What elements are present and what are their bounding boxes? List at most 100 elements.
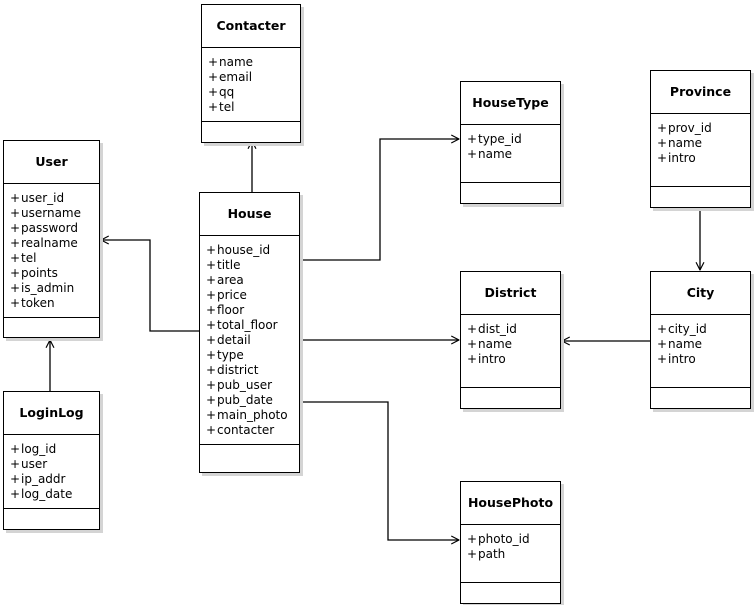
visibility-marker: +: [206, 243, 217, 257]
visibility-marker: +: [10, 472, 21, 486]
attribute-name: intro: [478, 352, 506, 366]
visibility-marker: +: [206, 378, 217, 392]
attribute-name: type_id: [478, 132, 522, 146]
attribute-name: user_id: [21, 191, 65, 205]
class-box-house[interactable]: House +house_id+title+area+price+floor+t…: [199, 192, 300, 473]
relation-house-to-housephoto: [300, 401, 459, 540]
visibility-marker: +: [206, 303, 217, 317]
visibility-marker: +: [10, 206, 21, 220]
visibility-marker: +: [657, 322, 668, 336]
class-title-district: District: [484, 285, 537, 300]
attribute-row: +floor: [206, 303, 299, 318]
visibility-marker: +: [10, 191, 21, 205]
class-box-contacter[interactable]: Contacter +name+email+qq+tel: [201, 4, 301, 143]
attribute-name: title: [217, 258, 241, 272]
attribute-row: +type_id: [467, 132, 560, 147]
attribute-name: detail: [217, 333, 251, 347]
attribute-name: email: [219, 70, 253, 84]
class-box-housetype[interactable]: HouseType +type_id+name: [460, 81, 561, 204]
attribute-name: prov_id: [668, 121, 712, 135]
class-operations-loginlog: [4, 508, 99, 529]
visibility-marker: +: [467, 337, 478, 351]
attribute-row: +detail: [206, 333, 299, 348]
attribute-name: is_admin: [21, 281, 75, 295]
visibility-marker: +: [10, 457, 21, 471]
attribute-name: token: [21, 296, 55, 310]
relation-house-to-user: [101, 240, 199, 332]
attribute-name: name: [478, 337, 513, 351]
attribute-row: +log_date: [10, 487, 99, 502]
class-operations-contacter: [202, 121, 300, 142]
visibility-marker: +: [206, 333, 217, 347]
attribute-row: +user_id: [10, 191, 99, 206]
class-box-district[interactable]: District +dist_id+name+intro: [460, 271, 561, 409]
class-title-contacter: Contacter: [216, 18, 286, 33]
visibility-marker: +: [657, 151, 668, 165]
attribute-row: +district: [206, 363, 299, 378]
attribute-name: tel: [219, 100, 235, 114]
visibility-marker: +: [10, 251, 21, 265]
attribute-row: +name: [467, 147, 560, 162]
attribute-name: floor: [217, 303, 245, 317]
visibility-marker: +: [657, 337, 668, 351]
visibility-marker: +: [467, 322, 478, 336]
attribute-name: intro: [668, 352, 696, 366]
class-title-city: City: [686, 285, 715, 300]
class-operations-housephoto: [461, 582, 560, 603]
visibility-marker: +: [206, 258, 217, 272]
attribute-row: +username: [10, 206, 99, 221]
visibility-marker: +: [208, 70, 219, 84]
attribute-name: area: [217, 273, 244, 287]
attribute-row: +qq: [208, 85, 300, 100]
attribute-name: qq: [219, 85, 235, 99]
attribute-name: pub_user: [217, 378, 273, 392]
attribute-row: +tel: [10, 251, 99, 266]
attribute-name: type: [217, 348, 244, 362]
visibility-marker: +: [10, 442, 21, 456]
attribute-name: user: [21, 457, 48, 471]
visibility-marker: +: [467, 147, 478, 161]
class-attributes-city: +city_id+name+intro: [651, 314, 750, 387]
attribute-row: +pub_date: [206, 393, 299, 408]
class-title-province: Province: [669, 84, 732, 99]
class-operations-city: [651, 387, 750, 408]
attribute-row: +name: [657, 337, 750, 352]
class-operations-house: [200, 444, 299, 472]
relation-group: [50, 139, 700, 540]
attribute-name: log_id: [21, 442, 57, 456]
class-attributes-user: +user_id+username+password+realname+tel+…: [4, 183, 99, 317]
visibility-marker: +: [206, 318, 217, 332]
attribute-name: price: [217, 288, 247, 302]
visibility-marker: +: [206, 363, 217, 377]
class-title-housetype: HouseType: [472, 95, 549, 110]
visibility-marker: +: [10, 236, 21, 250]
visibility-marker: +: [657, 121, 668, 135]
class-box-housephoto[interactable]: HousePhoto +photo_id+path: [460, 481, 561, 604]
attribute-name: name: [478, 147, 513, 161]
attribute-row: +ip_addr: [10, 472, 99, 487]
attribute-row: +log_id: [10, 442, 99, 457]
attribute-row: +contacter: [206, 423, 299, 438]
attribute-row: +prov_id: [657, 121, 750, 136]
visibility-marker: +: [206, 423, 217, 437]
relation-house-to-housetype: [300, 139, 459, 261]
visibility-marker: +: [467, 132, 478, 146]
class-box-user[interactable]: User +user_id+username+password+realname…: [3, 140, 100, 338]
attribute-name: password: [21, 221, 78, 235]
attribute-row: +intro: [657, 352, 750, 367]
visibility-marker: +: [206, 348, 217, 362]
visibility-marker: +: [208, 85, 219, 99]
visibility-marker: +: [10, 266, 21, 280]
class-box-loginlog[interactable]: LoginLog +log_id+user+ip_addr+log_date: [3, 391, 100, 530]
attribute-name: path: [478, 547, 506, 561]
attribute-name: points: [21, 266, 58, 280]
attribute-name: name: [668, 337, 703, 351]
visibility-marker: +: [10, 281, 21, 295]
visibility-marker: +: [467, 352, 478, 366]
class-attributes-district: +dist_id+name+intro: [461, 314, 560, 387]
class-box-city[interactable]: City +city_id+name+intro: [650, 271, 751, 409]
class-attributes-loginlog: +log_id+user+ip_addr+log_date: [4, 434, 99, 508]
class-box-province[interactable]: Province +prov_id+name+intro: [650, 70, 751, 208]
